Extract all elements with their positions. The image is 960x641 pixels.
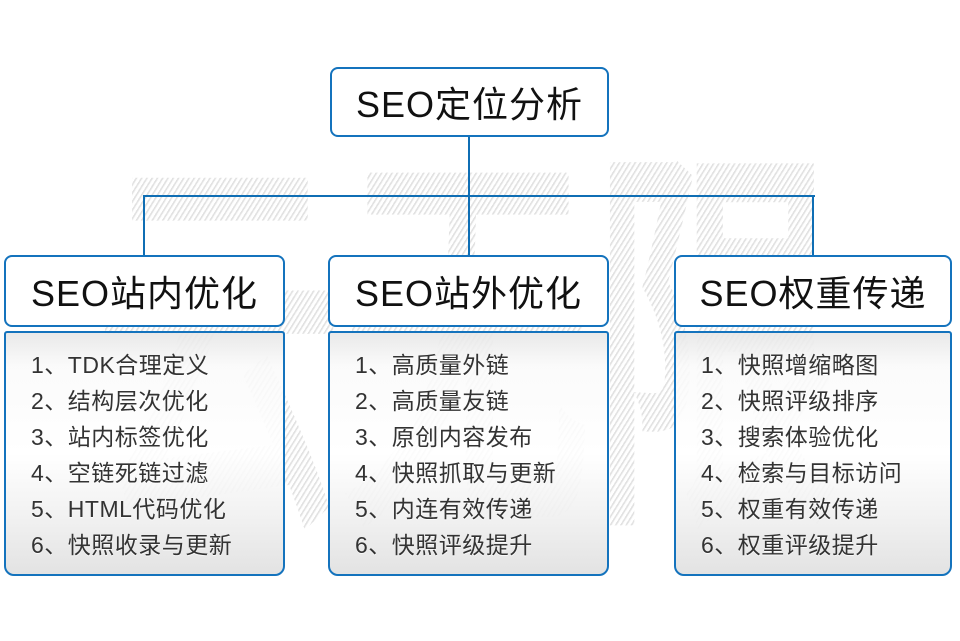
- branch-list-onsite-optimization: 1、TDK合理定义 2、结构层次优化 3、站内标签优化 4、空链死链过滤 5、H…: [4, 331, 285, 576]
- list-item: 4、检索与目标访问: [701, 460, 903, 486]
- list-item: 6、快照收录与更新: [31, 532, 233, 558]
- list-item: 1、TDK合理定义: [31, 352, 210, 378]
- list-item: 1、高质量外链: [355, 352, 510, 378]
- list-item: 5、权重有效传递: [701, 496, 879, 522]
- list-item: 1、快照增缩略图: [701, 352, 879, 378]
- list-item: 6、快照评级提升: [355, 532, 533, 558]
- list-item: 3、原创内容发布: [355, 424, 533, 450]
- branch-list-offsite-optimization: 1、高质量外链 2、高质量友链 3、原创内容发布 4、快照抓取与更新 5、内连有…: [328, 331, 609, 576]
- list-item: 5、内连有效传递: [355, 496, 533, 522]
- list-item: 4、空链死链过滤: [31, 460, 209, 486]
- list-item: 2、高质量友链: [355, 388, 510, 414]
- branch-header-onsite-optimization: SEO站内优化: [4, 255, 285, 327]
- list-item: 5、HTML代码优化: [31, 496, 227, 522]
- list-item: 4、快照抓取与更新: [355, 460, 557, 486]
- list-item: 3、站内标签优化: [31, 424, 209, 450]
- branch-header-weight-transfer: SEO权重传递: [674, 255, 952, 327]
- root-node-label: SEO定位分析: [355, 84, 584, 125]
- connector-left-vertical: [143, 195, 145, 257]
- list-item: 3、搜索体验优化: [701, 424, 879, 450]
- connector-middle-vertical: [468, 195, 470, 257]
- list-item: 2、快照评级排序: [701, 388, 879, 414]
- branch-header-offsite-optimization: SEO站外优化: [328, 255, 609, 327]
- branch-header-label: SEO站内优化: [30, 273, 259, 314]
- branch-header-label: SEO站外优化: [354, 273, 583, 314]
- branch-header-label: SEO权重传递: [699, 273, 927, 314]
- list-item: 6、权重评级提升: [701, 532, 879, 558]
- connector-horizontal: [143, 195, 815, 197]
- branch-list-weight-transfer: 1、快照增缩略图 2、快照评级排序 3、搜索体验优化 4、检索与目标访问 5、权…: [674, 331, 952, 576]
- connector-right-vertical: [812, 195, 814, 257]
- list-item: 2、结构层次优化: [31, 388, 209, 414]
- connector-root-vertical: [468, 136, 470, 197]
- root-node-seo-positioning: SEO定位分析: [330, 67, 609, 137]
